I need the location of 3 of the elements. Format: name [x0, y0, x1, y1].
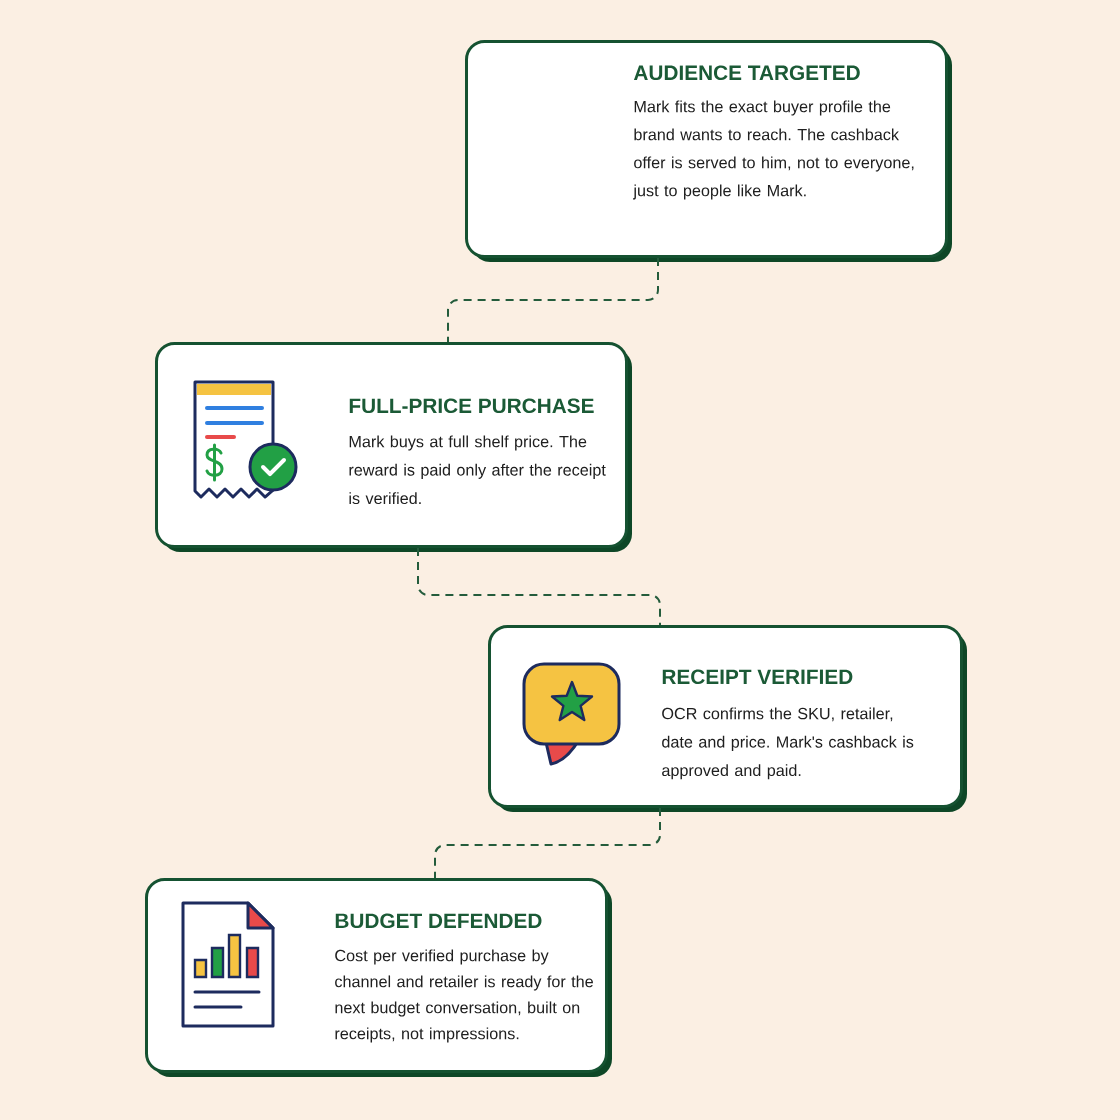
connector — [447, 257, 659, 343]
connector — [417, 547, 661, 626]
connector — [434, 807, 661, 879]
